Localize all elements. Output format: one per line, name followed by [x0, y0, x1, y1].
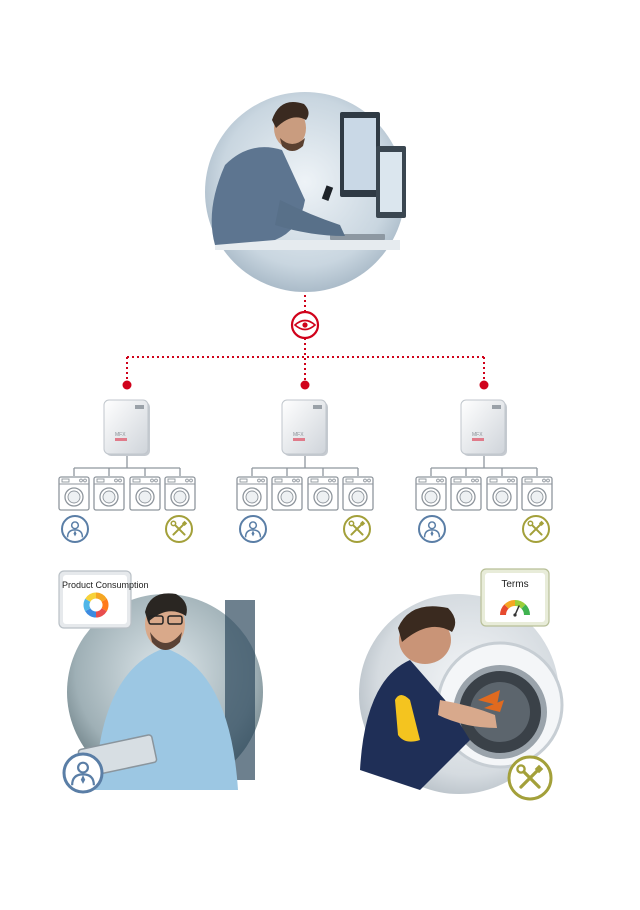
office-photo: [205, 92, 406, 292]
washing-machine-icon: [58, 476, 90, 511]
device-group-right: MFX: [415, 399, 553, 543]
washing-machine-icon: [521, 476, 553, 511]
gateway-device: MFX: [281, 399, 328, 456]
node-dot-center: [300, 380, 310, 390]
user-icon: [418, 515, 446, 543]
washing-machine-icon: [415, 476, 447, 511]
user-icon-large: [62, 752, 104, 794]
device-brand-label: MFX: [472, 432, 483, 438]
gateway-device: MFX: [103, 399, 150, 456]
washing-machine-icon: [450, 476, 482, 511]
wrench-screwdriver-icon: [165, 515, 193, 543]
user-photo: [67, 593, 263, 790]
technician-photo: [359, 594, 564, 794]
washing-machine-icon: [307, 476, 339, 511]
washing-machine-icon: [271, 476, 303, 511]
washing-machine-icon: [236, 476, 268, 511]
device-brand-label: MFX: [293, 432, 304, 438]
gateway-device: MFX: [460, 399, 507, 456]
device-group-center: MFX: [236, 399, 374, 543]
washing-machine-icon: [164, 476, 196, 511]
washing-machine-icon: [129, 476, 161, 511]
washing-machine-icon: [342, 476, 374, 511]
gauge-icon: [500, 600, 530, 617]
terms-card-title: Terms: [501, 579, 529, 590]
node-dot-left: [122, 380, 132, 390]
eye-icon: [290, 310, 320, 340]
node-dot-right: [479, 380, 489, 390]
washing-machine-icon: [93, 476, 125, 511]
terms-card: [480, 568, 550, 627]
consumption-card-title: Product Consumption: [62, 580, 149, 590]
washing-machine-icon: [486, 476, 518, 511]
user-icon: [61, 515, 89, 543]
wrench-screwdriver-icon: [522, 515, 550, 543]
device-brand-label: MFX: [115, 432, 126, 438]
user-icon: [239, 515, 267, 543]
donut-chart-icon: [83, 592, 109, 618]
consumption-card: [58, 570, 132, 629]
device-group-left: MFX: [58, 399, 196, 543]
wrench-screwdriver-icon: [343, 515, 371, 543]
wrench-screwdriver-icon-large: [507, 755, 553, 801]
